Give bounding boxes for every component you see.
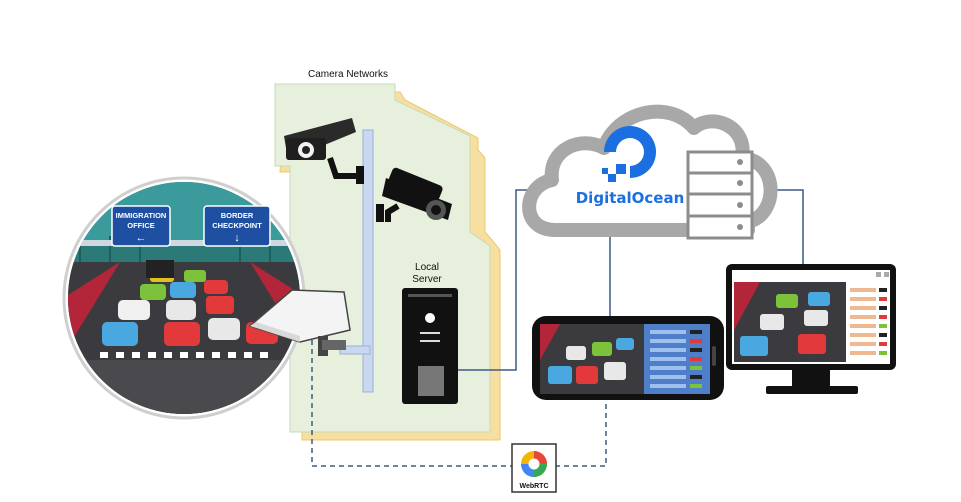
server-rack-icon [686, 150, 754, 240]
sign-left-line1: IMMIGRATION [116, 211, 167, 220]
cctv-camera-icon [284, 118, 364, 184]
local-server-label-line2: Server [412, 274, 442, 285]
webrtc-logo-icon: WebRTC [511, 443, 557, 493]
camera-pole [362, 129, 374, 393]
cctv-camera-icon [248, 289, 351, 356]
webrtc-label: WebRTC [519, 483, 548, 490]
digitalocean-logo-icon [602, 126, 656, 182]
sign-left-arrow: ← [136, 232, 147, 244]
server-tower-icon [402, 288, 458, 404]
sign-right-line2: CHECKPOINT [212, 221, 262, 230]
monitor-icon [726, 264, 896, 394]
local-server-label-line1: Local [415, 262, 439, 273]
sign-right-arrow: ↓ [234, 232, 240, 244]
cctv-camera-icon [376, 167, 452, 222]
link-server-to-cloud [458, 189, 535, 371]
border-checkpoint-sign: BORDER CHECKPOINT ↓ [203, 205, 271, 247]
sign-left-line2: OFFICE [127, 221, 155, 230]
sign-right-line1: BORDER [221, 211, 254, 220]
camera-networks-label: Camera Networks [308, 69, 388, 80]
digitalocean-label: DigitalOcean [576, 189, 685, 207]
webrtc-dashed-link [311, 340, 607, 467]
smartphone-icon [532, 316, 724, 400]
immigration-office-sign: IMMIGRATION OFFICE ← [111, 205, 171, 247]
